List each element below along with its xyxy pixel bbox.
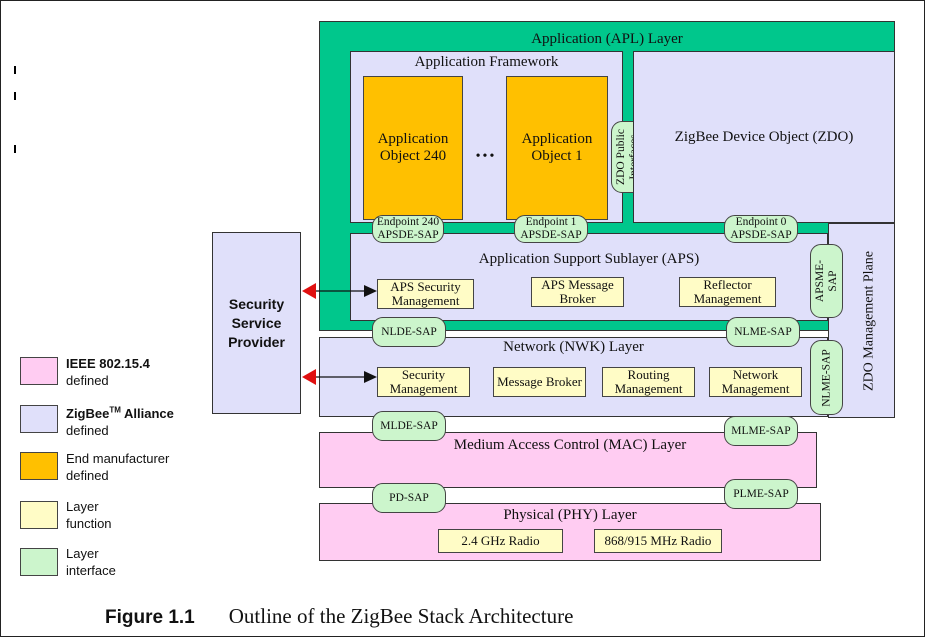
security-service-provider: Security Service Provider xyxy=(212,232,301,414)
legend-swatch-ieee xyxy=(20,357,58,385)
zdo-title: ZigBee Device Object (ZDO) xyxy=(674,129,854,145)
edge-mark xyxy=(14,145,16,153)
zigbee-device-object: ZigBee Device Object (ZDO) xyxy=(633,51,895,223)
edge-mark xyxy=(14,92,16,100)
mlme-sap: MLME-SAP xyxy=(724,416,798,446)
legend-alliance-rest: Alliance xyxy=(120,406,174,422)
security-service-provider-label: Security Service Provider xyxy=(228,295,285,350)
routing-management-label: Routing Management xyxy=(614,367,683,396)
plme-sap: PLME-SAP xyxy=(724,479,798,509)
figure-number: Figure 1.1 xyxy=(105,607,195,628)
endpoint-240-apsde-sap: Endpoint 240 APSDE-SAP xyxy=(372,215,444,243)
phy-layer-title: Physical (PHY) Layer xyxy=(503,507,637,523)
nwk-security-management: Security Management xyxy=(377,367,470,397)
aps-security-management-label: APS Security Management xyxy=(390,279,461,308)
legend-swatch-function xyxy=(20,501,58,529)
aps-sublayer-title: Application Support Sublayer (APS) xyxy=(478,251,700,267)
nlde-sap-label: NLDE-SAP xyxy=(381,325,437,338)
radio-2-4-ghz-label: 2.4 GHz Radio xyxy=(461,533,540,548)
legend-ieee-title: IEEE 802.15.4 xyxy=(66,356,150,371)
network-management: Network Management xyxy=(709,367,802,397)
legend-swatch-manufacturer xyxy=(20,452,58,480)
reflector-management-label: Reflector Management xyxy=(693,277,762,306)
legend-ieee: IEEE 802.15.4 defined xyxy=(66,355,150,389)
mlde-sap: MLDE-SAP xyxy=(372,411,446,441)
zdo-management-plane-label: ZDO Management Plane xyxy=(861,250,877,391)
security-arrows xyxy=(302,283,377,385)
legend-function: Layer function xyxy=(66,499,112,531)
legend-manufacturer: End manufacturer defined xyxy=(66,451,170,483)
legend-swatch-interface xyxy=(20,548,58,576)
nwk-message-broker: Message Broker xyxy=(493,367,586,397)
application-object-240-label: Application Object 240 xyxy=(377,131,449,164)
legend-alliance-sub: defined xyxy=(66,423,109,439)
apsme-sap-label: APSME-SAP xyxy=(813,259,839,303)
nlme-sap-vertical-label: NLME-SAP xyxy=(820,348,832,407)
nwk-message-broker-label: Message Broker xyxy=(497,374,582,389)
nlme-sap-vertical: NLME-SAP xyxy=(810,340,843,415)
aps-message-broker: APS Message Broker xyxy=(531,277,624,307)
pd-sap-label: PD-SAP xyxy=(389,491,429,504)
nlme-sap-horizontal-label: NLME-SAP xyxy=(734,325,792,338)
edge-mark xyxy=(14,66,16,74)
legend-alliance-tm: TM xyxy=(109,406,121,415)
application-object-1-label: Application Object 1 xyxy=(521,131,593,164)
endpoint-0-apsde-sap: Endpoint 0 APSDE-SAP xyxy=(724,215,798,243)
routing-management: Routing Management xyxy=(602,367,695,397)
application-framework-title: Application Framework xyxy=(414,54,559,70)
nlde-sap: NLDE-SAP xyxy=(372,317,446,347)
mac-layer-title: Medium Access Control (MAC) Layer xyxy=(453,437,687,453)
application-object-1: Application Object 1 xyxy=(506,76,608,220)
legend-ieee-sub: defined xyxy=(66,373,109,388)
reflector-management: Reflector Management xyxy=(679,277,776,307)
endpoint-1-label: Endpoint 1 APSDE-SAP xyxy=(520,216,582,241)
apsme-sap: APSME-SAP xyxy=(810,244,843,318)
ellipsis: ••• xyxy=(475,149,497,164)
legend-alliance: ZigBeeTM Alliance defined xyxy=(66,402,174,439)
endpoint-240-label: Endpoint 240 APSDE-SAP xyxy=(376,216,440,241)
pd-sap: PD-SAP xyxy=(372,483,446,513)
mlde-sap-label: MLDE-SAP xyxy=(380,419,438,432)
aps-security-management: APS Security Management xyxy=(377,279,474,309)
radio-868-915-mhz: 868/915 MHz Radio xyxy=(594,529,722,553)
plme-sap-label: PLME-SAP xyxy=(733,487,789,500)
nwk-security-arrow xyxy=(302,369,377,385)
nlme-sap-horizontal: NLME-SAP xyxy=(726,317,800,347)
figure-caption: Figure 1.1 Outline of the ZigBee Stack Ar… xyxy=(105,604,573,629)
nwk-security-management-label: Security Management xyxy=(389,367,458,396)
legend-interface: Layer interface xyxy=(66,546,116,578)
application-object-240: Application Object 240 xyxy=(363,76,463,220)
endpoint-0-label: Endpoint 0 APSDE-SAP xyxy=(730,216,792,241)
aps-message-broker-label: APS Message Broker xyxy=(541,277,614,306)
radio-868-915-mhz-label: 868/915 MHz Radio xyxy=(604,533,712,548)
figure-caption-text: Outline of the ZigBee Stack Architecture xyxy=(228,604,574,628)
radio-2-4-ghz: 2.4 GHz Radio xyxy=(438,529,563,553)
legend-alliance-title: ZigBee xyxy=(66,406,110,422)
network-management-label: Network Management xyxy=(721,367,790,396)
mlme-sap-label: MLME-SAP xyxy=(731,424,791,437)
endpoint-1-apsde-sap: Endpoint 1 APSDE-SAP xyxy=(514,215,588,243)
legend-swatch-alliance xyxy=(20,405,58,433)
apl-layer-title: Application (APL) Layer xyxy=(531,31,683,47)
network-layer-title: Network (NWK) Layer xyxy=(503,339,644,355)
aps-security-arrow xyxy=(302,283,377,299)
